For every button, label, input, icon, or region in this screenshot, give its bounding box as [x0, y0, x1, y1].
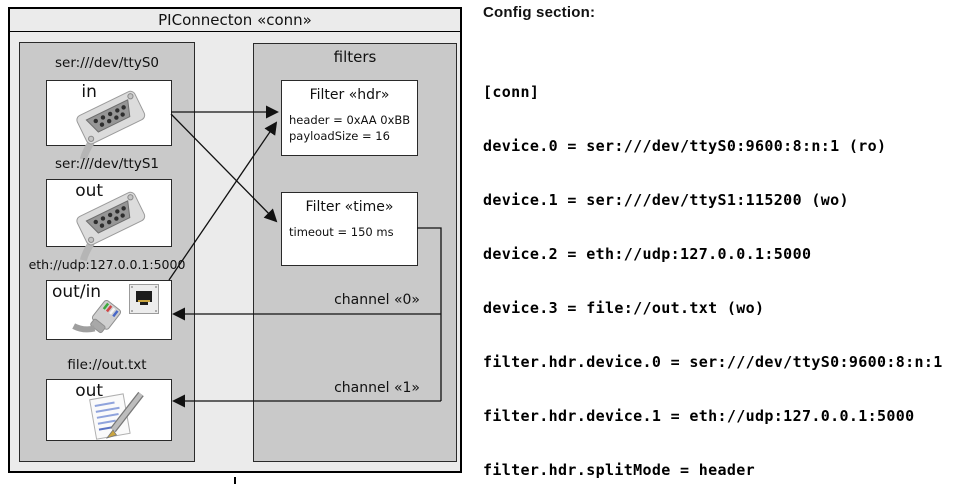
ethernet-jack-icon — [129, 284, 159, 314]
filters-panel: filters Filter «hdr» header = 0xAA 0xBB … — [253, 43, 457, 462]
serial-connector-icon — [76, 191, 146, 262]
device-box-eth: out/in — [46, 280, 172, 340]
device-label-eth: eth://udp:127.0.0.1:5000 — [28, 257, 186, 272]
device-label-file: file://out.txt — [67, 357, 147, 373]
notepad-icon — [89, 391, 144, 440]
config-line: filter.hdr.device.0 = ser:///dev/ttyS0:9… — [483, 353, 943, 371]
caret-mark — [234, 477, 236, 484]
config-line: device.2 = eth://udp:127.0.0.1:5000 — [483, 245, 812, 263]
filter-time-title: Filter «time» — [305, 199, 394, 215]
devices-panel: ser:///dev/ttyS0 in — [19, 42, 195, 462]
device-box-file: out — [46, 379, 172, 441]
device-box-ttyS0: in — [46, 80, 172, 161]
filter-time-attr-timeout: timeout = 150 ms — [289, 225, 394, 239]
device-label-ttyS1: ser:///dev/ttyS1 — [55, 156, 159, 172]
device-label-ttyS0: ser:///dev/ttyS0 — [55, 55, 159, 71]
config-section: Config section: [conn] device.0 = ser://… — [483, 4, 961, 484]
piconnection-diagram: PIConnecton «conn» ser:///dev/ttyS0 in — [8, 7, 462, 473]
config-line: filter.hdr.device.1 = eth://udp:127.0.0.… — [483, 407, 915, 425]
port-label: out — [75, 381, 104, 401]
channel-1-label: channel «1» — [334, 380, 420, 396]
port-label: out/in — [52, 282, 102, 302]
ethernet-plug-icon — [72, 299, 122, 334]
device-box-ttyS1: out — [46, 179, 172, 262]
config-heading: Config section: — [483, 4, 596, 21]
filter-hdr-title: Filter «hdr» — [309, 87, 390, 103]
filter-hdr-box: Filter «hdr» header = 0xAA 0xBB payloadS… — [281, 80, 418, 156]
filters-panel-title: filters — [333, 48, 377, 66]
config-line: [conn] — [483, 83, 540, 101]
port-label: out — [75, 181, 104, 201]
config-line: device.0 = ser:///dev/ttyS0:9600:8:n:1 (… — [483, 137, 887, 155]
config-line: filter.hdr.splitMode = header — [483, 461, 756, 479]
config-line: device.1 = ser:///dev/ttyS1:115200 (wo) — [483, 191, 849, 209]
filter-hdr-attr-header: header = 0xAA 0xBB — [289, 113, 411, 127]
filter-hdr-attr-payloadsize: payloadSize = 16 — [289, 129, 390, 143]
serial-connector-icon — [76, 90, 146, 161]
channel-0-label: channel «0» — [334, 292, 420, 308]
diagram-title: PIConnecton «conn» — [10, 9, 460, 32]
config-line: device.3 = file://out.txt (wo) — [483, 299, 765, 317]
port-label: in — [81, 82, 97, 102]
config-listing: [conn] device.0 = ser:///dev/ttyS0:9600:… — [483, 47, 961, 484]
filter-time-box: Filter «time» timeout = 150 ms — [281, 192, 418, 266]
